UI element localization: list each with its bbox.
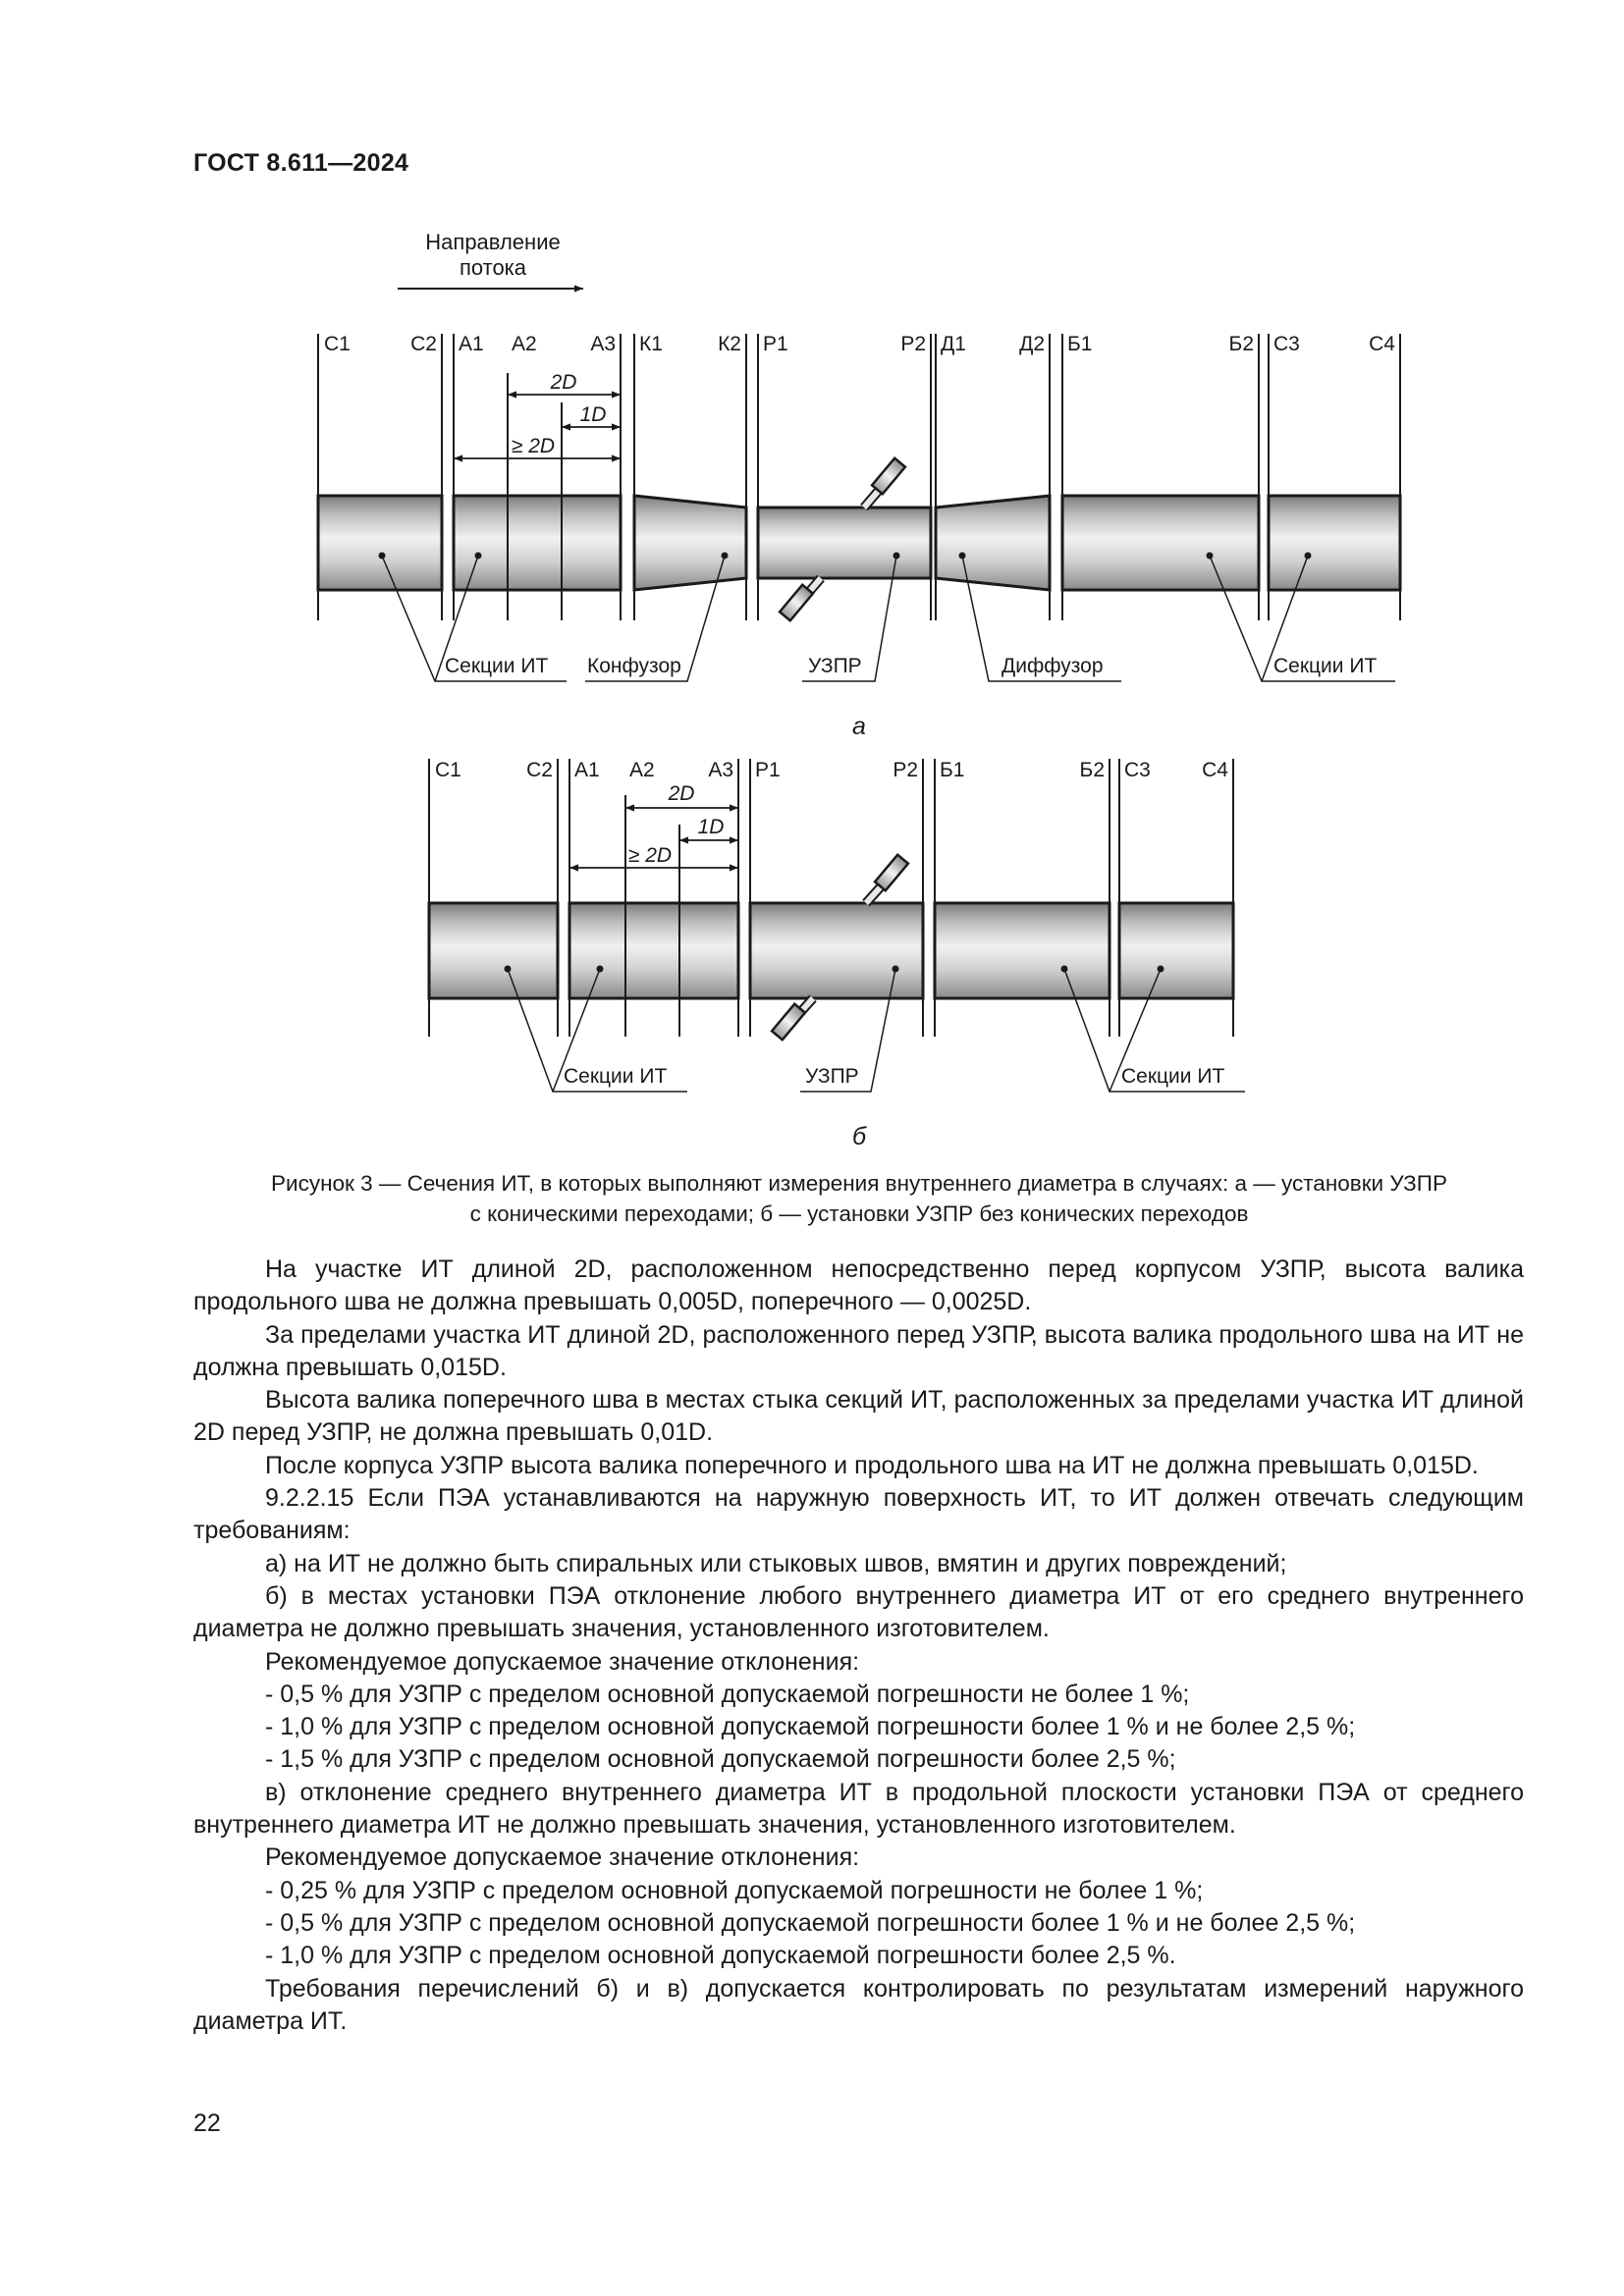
list-item: - 0,25 % для УЗПР с пределом основной до… — [265, 1876, 1204, 1904]
list-item: б) в местах установки ПЭА отклонение люб… — [193, 1581, 1524, 1643]
diffuser — [934, 494, 1052, 592]
transducer-bottom-b — [770, 994, 817, 1042]
panel-a-label: а — [852, 713, 866, 740]
uspr-body-b — [748, 901, 925, 1000]
page-number: 22 — [193, 2109, 221, 2137]
callout-b-sections-left: Секции ИТ — [564, 1065, 667, 1088]
list-item: в) отклонение среднего внутреннего диаме… — [193, 1778, 1524, 1840]
mark-a-c3: С3 — [1273, 333, 1300, 355]
mark-a-a1: А1 — [459, 333, 484, 355]
mark-a-b2: Б2 — [1229, 333, 1254, 355]
callout-a-sections-right: Секции ИТ — [1273, 655, 1377, 677]
list-item: - 1,0 % для УЗПР с пределом основной доп… — [265, 1713, 1356, 1741]
mark-b-a3: А3 — [708, 759, 733, 781]
mark-a-p2: Р2 — [900, 333, 926, 355]
list-item: а) на ИТ не должно быть спиральных или с… — [265, 1549, 1287, 1577]
callout-a-sections-left: Секции ИТ — [445, 655, 548, 677]
mark-a-c1: С1 — [324, 333, 351, 355]
mark-a-d2: Д2 — [1019, 333, 1045, 355]
paragraph: Рекомендуемое допускаемое значение откло… — [265, 1647, 860, 1676]
pipe-section-b-b1-b2 — [933, 901, 1111, 1000]
callout-b-sections-right: Секции ИТ — [1121, 1065, 1224, 1088]
dim-a-ge2d-label: ≥ 2D — [512, 435, 555, 457]
flow-label-line1: Направление — [425, 230, 560, 254]
document-header: ГОСТ 8.611—2024 — [193, 149, 409, 177]
callout-a-diffuser: Диффузор — [1001, 655, 1104, 677]
mark-b-a1: А1 — [574, 759, 600, 781]
panel-b: С1 С2 А1 А2 А3 Р1 Р2 Б1 Б2 С3 С4 2D 1D ≥… — [427, 759, 1245, 1150]
list-item: - 0,5 % для УЗПР с пределом основной доп… — [265, 1908, 1356, 1937]
dim-b-2d-label: 2D — [668, 782, 695, 805]
transducer-bottom-a — [778, 574, 825, 623]
mark-a-d1: Д1 — [941, 333, 966, 355]
caption-line-2: с коническими переходами; б — установки … — [469, 1201, 1249, 1226]
mark-b-a2: А2 — [629, 759, 655, 781]
mark-a-c2: С2 — [410, 333, 437, 355]
list-item: - 1,5 % для УЗПР с пределом основной доп… — [265, 1745, 1176, 1774]
pipe-section-b-a1-a3 — [568, 901, 740, 1000]
list-item: - 1,0 % для УЗПР с пределом основной доп… — [265, 1942, 1176, 1970]
figure-caption: Рисунок 3 — Сечения ИТ, в которых выполн… — [187, 1168, 1532, 1229]
mark-a-a3: А3 — [590, 333, 616, 355]
pipe-section-c1-c2 — [316, 494, 444, 592]
list-item: - 0,5 % для УЗПР с пределом основной доп… — [265, 1680, 1190, 1708]
mark-a-k1: К1 — [639, 333, 663, 355]
transducer-top-b — [862, 852, 910, 907]
confuser — [632, 494, 748, 592]
callout-a-confuser: Конфузор — [587, 655, 681, 677]
paragraph: Рекомендуемое допускаемое значение откло… — [265, 1843, 860, 1872]
paragraph: На участке ИТ длиной 2D, расположенном н… — [193, 1255, 1524, 1316]
paragraph: Требования перечислений б) и в) допускае… — [193, 1974, 1524, 2035]
pipe-section-b-c3-c4 — [1117, 901, 1235, 1000]
pipe-section-b1-b2 — [1060, 494, 1261, 592]
paragraph: После корпуса УЗПР высота валика попереч… — [265, 1451, 1479, 1479]
dim-a-2d-label: 2D — [550, 371, 577, 394]
mark-b-b1: Б1 — [940, 759, 964, 781]
paragraph: 9.2.2.15 Если ПЭА устанавливаются на нар… — [193, 1484, 1524, 1545]
dim-b-1d-label: 1D — [698, 816, 725, 838]
mark-b-p2: Р2 — [893, 759, 918, 781]
callout-a-uspr: УЗПР — [808, 655, 862, 677]
flow-label-line2: потока — [460, 255, 527, 280]
pipe-section-c3-c4 — [1267, 494, 1402, 592]
mark-b-c1: С1 — [435, 759, 461, 781]
mark-a-k2: К2 — [718, 333, 741, 355]
paragraph: Высота валика поперечного шва в местах с… — [193, 1386, 1524, 1447]
dim-b-ge2d-label: ≥ 2D — [628, 844, 672, 867]
uspr-body-a — [756, 506, 933, 580]
mark-a-p1: Р1 — [763, 333, 788, 355]
dim-a-1d-label: 1D — [580, 403, 607, 426]
mark-b-c4: С4 — [1202, 759, 1228, 781]
pipe-section-a1-a3 — [452, 494, 623, 592]
pipe-section-b-c1-c2 — [427, 901, 560, 1000]
panel-b-label: б — [852, 1123, 867, 1150]
mark-b-c2: С2 — [526, 759, 553, 781]
mark-a-c4: С4 — [1369, 333, 1395, 355]
transducer-top-a — [860, 455, 907, 511]
figure-3: Направление потока — [316, 230, 1402, 1150]
mark-b-p1: Р1 — [755, 759, 781, 781]
paragraph: За пределами участка ИТ длиной 2D, распо… — [193, 1320, 1524, 1381]
caption-line-1: Рисунок 3 — Сечения ИТ, в которых выполн… — [271, 1171, 1447, 1196]
body-text: На участке ИТ длиной 2D, расположенном н… — [193, 1254, 1524, 2038]
panel-a: С1 С2 А1 А2 А3 К1 К2 Р1 Р2 Д1 Д2 Б1 Б2 С… — [316, 333, 1402, 740]
mark-b-c3: С3 — [1124, 759, 1151, 781]
mark-b-b2: Б2 — [1080, 759, 1105, 781]
mark-a-a2: А2 — [512, 333, 537, 355]
callout-b-uspr: УЗПР — [805, 1065, 859, 1088]
mark-a-b1: Б1 — [1067, 333, 1092, 355]
